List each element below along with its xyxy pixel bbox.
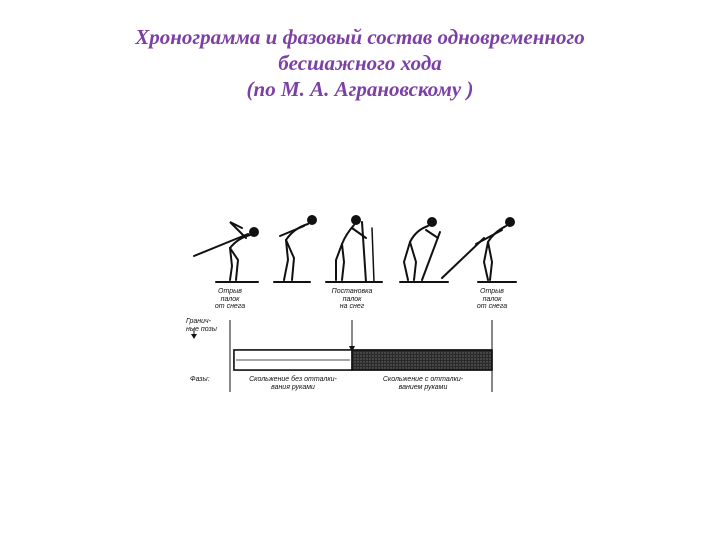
phases-label: Фазы: xyxy=(190,376,210,383)
slide-title: Хронограмма и фазовый состав одновременн… xyxy=(0,24,720,102)
skier-pose-2 xyxy=(273,215,317,283)
boundaries-label: Гранич- ные позы xyxy=(186,318,217,333)
skier-pose-1 xyxy=(193,221,259,283)
event-label-3: Отрыв палок от снега xyxy=(476,288,508,310)
event-label-1: Отрыв палок от снега xyxy=(214,288,246,310)
phase-bar-pushing xyxy=(351,349,493,371)
title-line-1: Хронограмма и фазовый состав одновременн… xyxy=(135,25,585,49)
skier-pose-3 xyxy=(325,215,383,283)
chronogram-figure: Отрыв палок от снега Постановка палок на… xyxy=(186,208,532,402)
title-line-3: (по М. А. Аграновскому ) xyxy=(246,77,474,101)
phase-label-pushing: Скольжение с отталки- ванием руками xyxy=(382,376,464,391)
phase-label-gliding: Скольжение без отталки- вания руками xyxy=(249,376,337,391)
skier-pose-5 xyxy=(441,217,517,283)
skier-pose-4 xyxy=(399,217,449,283)
event-arrow-2 xyxy=(349,346,355,352)
title-line-2: бесшажного хода xyxy=(278,51,442,75)
chronogram-drawing xyxy=(191,215,517,392)
event-label-2: Постановка палок на снег xyxy=(331,288,373,310)
